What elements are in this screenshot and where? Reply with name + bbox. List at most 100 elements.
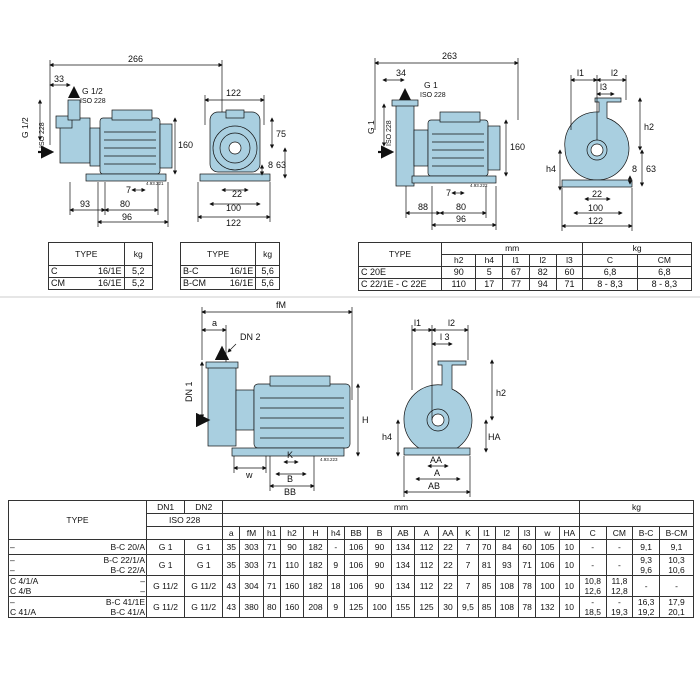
svg-text:22: 22: [592, 189, 602, 199]
dn1-cell: G 1: [146, 554, 186, 576]
drawing-5-labels: fM a DN 2 DN 1 H w K B BB 4.93.223: [184, 300, 369, 497]
drawing-2-labels: 122 75 8 63 22 100 122: [226, 88, 286, 228]
t3-r1-h4: 5: [475, 266, 504, 279]
value-cell-h2: 160: [279, 575, 305, 597]
svg-text:l1: l1: [577, 68, 584, 78]
t4-dn-spacer: [146, 526, 224, 540]
value-cell-aa: 22: [437, 575, 459, 597]
type-bc-cell: ––: [65, 575, 148, 597]
dn2-cell: G 11/2: [184, 596, 224, 618]
t1-kg-header: kg: [123, 242, 154, 266]
t4-col-aa: AA: [437, 526, 459, 540]
value-cell-h: 182: [303, 539, 328, 555]
value-cell-h1: 71: [262, 554, 281, 576]
t2-r1-kg: 5,6: [255, 265, 280, 278]
svg-text:h4: h4: [546, 164, 556, 174]
value-cell-cm: -: [605, 539, 634, 555]
svg-text:DN 2: DN 2: [240, 332, 261, 342]
value-cell-a: 112: [414, 554, 439, 576]
svg-text:DN 1: DN 1: [184, 381, 194, 402]
cell-line: 7: [465, 542, 471, 552]
cell-line: 30: [443, 602, 453, 612]
svg-text:4.93.221: 4.93.221: [146, 181, 164, 186]
cell-line: 125: [348, 602, 364, 612]
svg-text:A: A: [434, 468, 440, 478]
t3-r2-type: C 22/1E - C 22E: [358, 278, 442, 291]
cell-line: 22: [443, 560, 453, 570]
cell-line: C 41/A: [10, 607, 36, 617]
t1-r1-size: 16/1E: [78, 265, 125, 278]
cell-line: 9,1: [670, 542, 683, 552]
t3-r1-cm: 6,8: [636, 266, 693, 279]
t4-col-b-c: B-C: [632, 526, 660, 540]
cell-line: 10,3: [668, 555, 685, 565]
t3-kg-header: kg: [582, 242, 692, 255]
drawing-5-side-view: [196, 307, 361, 491]
value-cell-fm: 304: [239, 575, 264, 597]
svg-text:80: 80: [120, 199, 130, 209]
t3-r2-h4: 17: [475, 278, 504, 291]
cell-line: 380: [244, 602, 259, 612]
cell-line: 85: [481, 602, 492, 612]
value-cell-aa: 22: [437, 554, 459, 576]
svg-text:l2: l2: [448, 318, 455, 328]
value-cell-l2: 108: [494, 596, 520, 618]
value-cell-l3: 60: [518, 539, 537, 555]
cell-line: 132: [540, 602, 555, 612]
cell-line: 12,8: [611, 586, 628, 596]
t3-r2-h2: 110: [440, 278, 477, 291]
svg-text:63: 63: [276, 160, 286, 170]
cell-line: -: [591, 560, 595, 570]
cell-line: 182: [308, 542, 323, 552]
svg-text:AA: AA: [430, 455, 442, 465]
svg-text:122: 122: [226, 218, 241, 228]
t1-r1-kg: 5,2: [123, 265, 154, 278]
cell-line: B-C 41/1E: [105, 597, 146, 607]
cell-line: 93: [502, 560, 512, 570]
t4-col-a: a: [222, 526, 241, 540]
cell-line: 106: [540, 560, 555, 570]
t4-col-w: w: [535, 526, 560, 540]
svg-text:100: 100: [226, 203, 241, 213]
type-c-cell: ––: [8, 554, 66, 576]
t4-col-k: K: [457, 526, 479, 540]
value-cell-b-c: 9,1: [632, 539, 660, 555]
drawing-6-front-view: [395, 325, 495, 497]
cell-line: 12,6: [584, 586, 601, 596]
value-cell-b: 90: [367, 575, 392, 597]
cell-line: 17,9: [668, 597, 685, 607]
t2-r1-size: 16/1E: [217, 265, 257, 278]
t4-kg-header: kg: [578, 500, 695, 514]
value-cell-l3: 78: [518, 596, 537, 618]
type-bc-cell: B-C 20/A: [65, 539, 148, 555]
dn1-cell: G 1: [146, 539, 186, 555]
cell-line: 9,5: [462, 602, 474, 612]
value-cell-fm: 380: [239, 596, 264, 618]
t3-mm-header: mm: [440, 242, 584, 255]
svg-text:G 1/2: G 1/2: [20, 117, 30, 138]
svg-text:ISO 228: ISO 228: [386, 120, 393, 146]
cell-line: 110: [285, 560, 299, 570]
t4-col-cm: CM: [605, 526, 634, 540]
t4-col-h4: h4: [326, 526, 345, 540]
cell-line: 9,6: [640, 565, 653, 575]
cell-line: 134: [395, 542, 411, 552]
svg-text:8: 8: [268, 160, 273, 170]
value-cell-ab: 134: [390, 575, 416, 597]
cell-line: 90: [374, 560, 385, 570]
cell-line: -: [617, 560, 621, 570]
cell-line: 112: [419, 542, 434, 552]
t4-col-h1: h1: [262, 526, 281, 540]
t4-col-l1: l1: [477, 526, 496, 540]
t3-r2-l2: 94: [528, 278, 557, 291]
t2-r2-size: 16/1E: [217, 277, 257, 290]
t1-r2-model: CM: [47, 277, 79, 290]
value-cell-a: 43: [222, 596, 241, 618]
value-cell-h2: 90: [279, 539, 305, 555]
cell-line: 304: [244, 581, 259, 591]
value-cell-c: -: [578, 539, 607, 555]
